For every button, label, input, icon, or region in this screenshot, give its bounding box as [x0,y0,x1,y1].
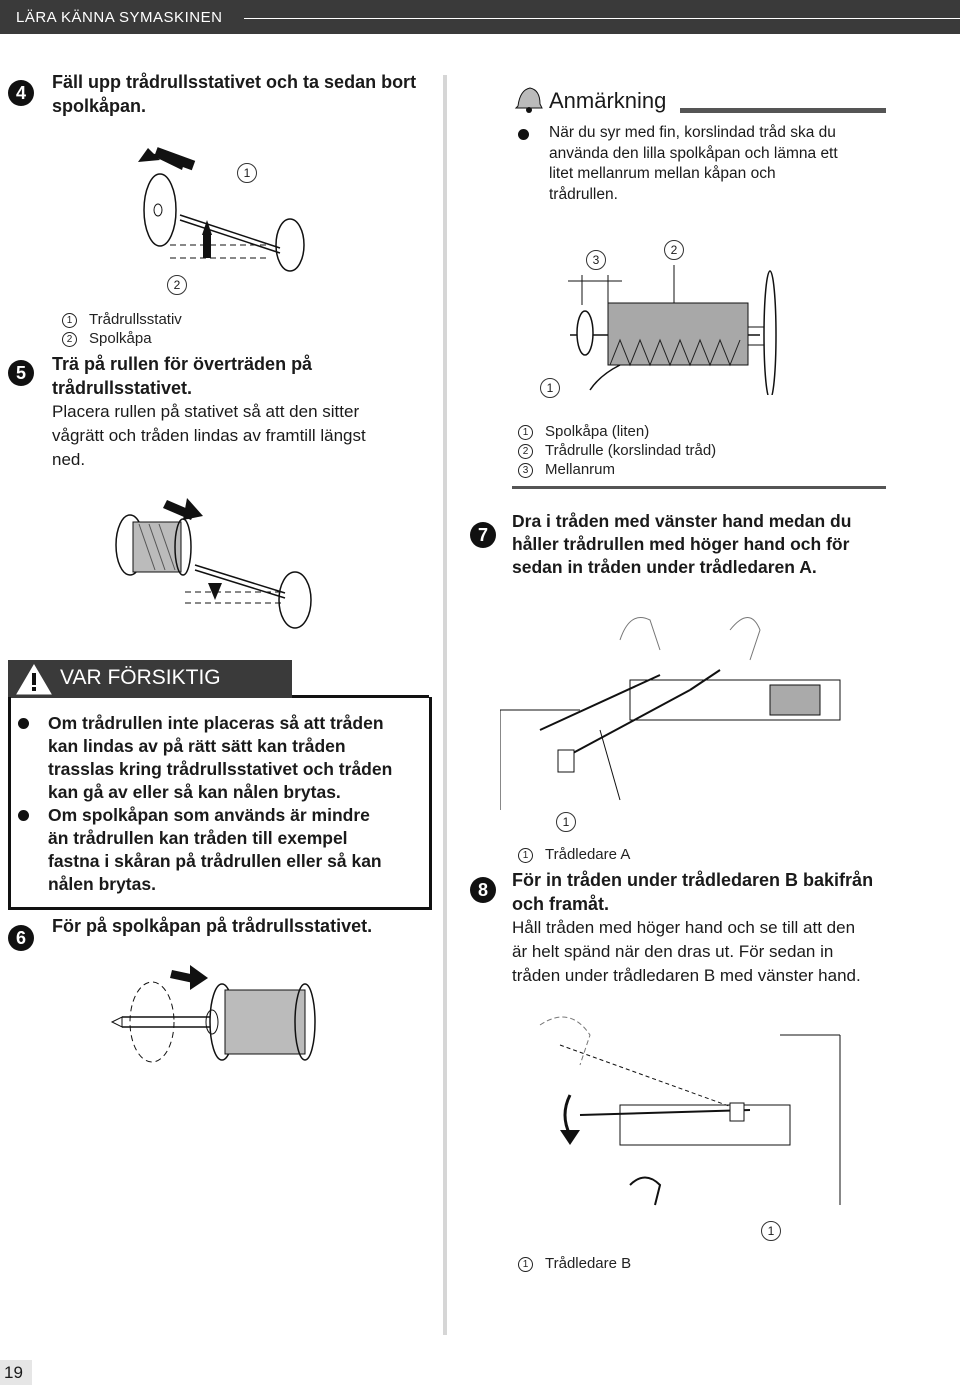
callout-1: 1 [761,1221,781,1241]
caution-line: än trådrullen kan tråden till exempel [48,828,348,848]
column-divider [443,75,447,1335]
callout-1: 1 [237,163,257,183]
spool-on-stand-illustration [115,498,312,629]
caution-line: trasslas kring trådrullsstativet och trå… [48,759,393,779]
step-8-title-line: och framåt. [512,894,610,914]
page-number: 19 [4,1363,23,1382]
step-6-badge: 6 [8,925,34,951]
step-5-body-line: vågrätt och tråden lindas av framtill lä… [52,426,366,445]
note-line: trådrullen. [549,185,618,203]
header-bar [0,0,960,34]
note-text: När du syr med fin, korslindad tråd ska … [518,123,919,205]
caption-number: 2 [62,331,77,347]
step-8-body-line: är helt spänd när den dras ut. För sedan… [512,942,834,961]
thread-stand-illustration [138,147,305,272]
warning-icon [16,664,52,695]
caution-header [8,660,292,698]
note-caption-3: 3 Mellanrum [518,460,615,479]
caption-text: Spolkåpa (liten) [545,423,650,440]
step-4-title: Fäll upp trådrullsstativet och ta sedan … [52,70,437,118]
bullet-icon [18,718,29,729]
caution-box [8,697,432,910]
step-5-body-line: ned. [52,450,86,469]
note-title: Anmärkning [549,88,667,113]
caption-number: 1 [518,847,533,863]
caution-line: nålen brytas. [48,874,156,894]
step-7-badge: 7 [470,522,496,548]
spool-cap-illustration [110,965,316,1063]
step-5-body-line: Placera rullen på stativet så att den si… [52,402,360,421]
small-spool-cap-illustration [568,265,777,395]
note-caption-1: 1 Spolkåpa (liten) [518,422,649,441]
bell-icon [514,87,543,113]
caution-line: kan lindas av på rätt sätt kan tråden [48,736,346,756]
step-4-caption-1: 1 Trådrullsstativ [62,310,182,329]
page-number-tab [0,1360,32,1385]
section-title: LÄRA KÄNNA SYMASKINEN [16,9,223,26]
caption-number: 1 [518,1256,533,1272]
step-5-title-line: trådrullsstativet. [52,378,193,398]
bullet-icon [518,129,529,140]
step-8-body-line: tråden under trådledaren B med vänster h… [512,966,861,985]
caption-number: 2 [518,443,533,459]
header-rule [244,18,960,19]
caption-text: Trådledare B [545,1255,632,1272]
step-8-text: För in tråden under trådledaren B bakifr… [512,868,932,988]
step-7-title: Dra i tråden med vänster hand medan du h… [512,510,912,579]
caution-line: fastna i skåran på trådrullen eller så k… [48,851,382,871]
caption-text: Spolkåpa [89,330,152,347]
thread-guide-b-illustration [539,1016,841,1206]
note-bottom-rule [512,486,886,489]
note-caption-2: 2 Trådrulle (korslindad tråd) [518,441,716,460]
step-7-title-line: håller trådrullen med höger hand och för [512,534,850,554]
step-4-title-line: spolkåpan. [52,96,147,116]
caution-list: Om trådrullen inte placeras så att tråde… [18,712,418,896]
callout-1: 1 [540,378,560,398]
caption-text: Mellanrum [545,461,616,478]
caution-line: Om trådrullen inte placeras så att tråde… [48,713,384,733]
step-4-badge: 4 [8,80,34,106]
step-7-title-line: Dra i tråden med vänster hand medan du [512,511,852,531]
step-7-caption: 1 Trådledare A [518,845,630,864]
note-rule [680,108,886,113]
step-4-title-line: Fäll upp trådrullsstativet och ta sedan … [52,72,417,92]
note-line: använda den lilla spolkåpan och lämna et… [549,144,838,162]
caution-title: VAR FÖRSIKTIG [60,666,221,689]
caution-rule [292,695,429,698]
step-5-badge: 5 [8,360,34,386]
callout-3: 3 [586,250,606,270]
step-8-title-line: För in tråden under trådledaren B bakifr… [512,870,874,890]
step-5-title-line: Trä på rullen för överträden på [52,354,313,374]
caption-number: 3 [518,462,533,478]
caution-line: Om spolkåpan som används är mindre [48,805,370,825]
caption-text: Trådledare A [545,846,631,863]
step-5-text: Trä på rullen för överträden på trådrull… [52,352,437,472]
callout-1: 1 [556,812,576,832]
note-line: När du syr med fin, korslindad tråd ska … [549,124,836,141]
step-4-caption-2: 2 Spolkåpa [62,329,152,348]
step-8-body-line: Håll tråden med höger hand och se till a… [512,918,856,937]
caption-text: Trådrullsstativ [89,311,182,328]
step-7-title-line: sedan in tråden under trådledaren A. [512,557,817,577]
caution-item: Om trådrullen inte placeras så att tråde… [18,712,418,804]
callout-2: 2 [664,240,684,260]
caution-item: Om spolkåpan som används är mindre än tr… [18,804,418,896]
bullet-icon [18,810,29,821]
caption-number: 1 [518,424,533,440]
callout-2: 2 [167,275,187,295]
thread-guide-a-illustration [500,617,841,810]
caption-text: Trådrulle (korslindad tråd) [545,442,717,459]
step-8-caption: 1 Trådledare B [518,1254,631,1273]
caution-line: kan gå av eller så kan nålen brytas. [48,782,341,802]
step-6-title: För på spolkåpan på trådrullsstativet. [52,916,373,936]
caption-number: 1 [62,312,77,328]
note-line: litet mellanrum mellan kåpan och [549,165,776,182]
step-8-badge: 8 [470,877,496,903]
